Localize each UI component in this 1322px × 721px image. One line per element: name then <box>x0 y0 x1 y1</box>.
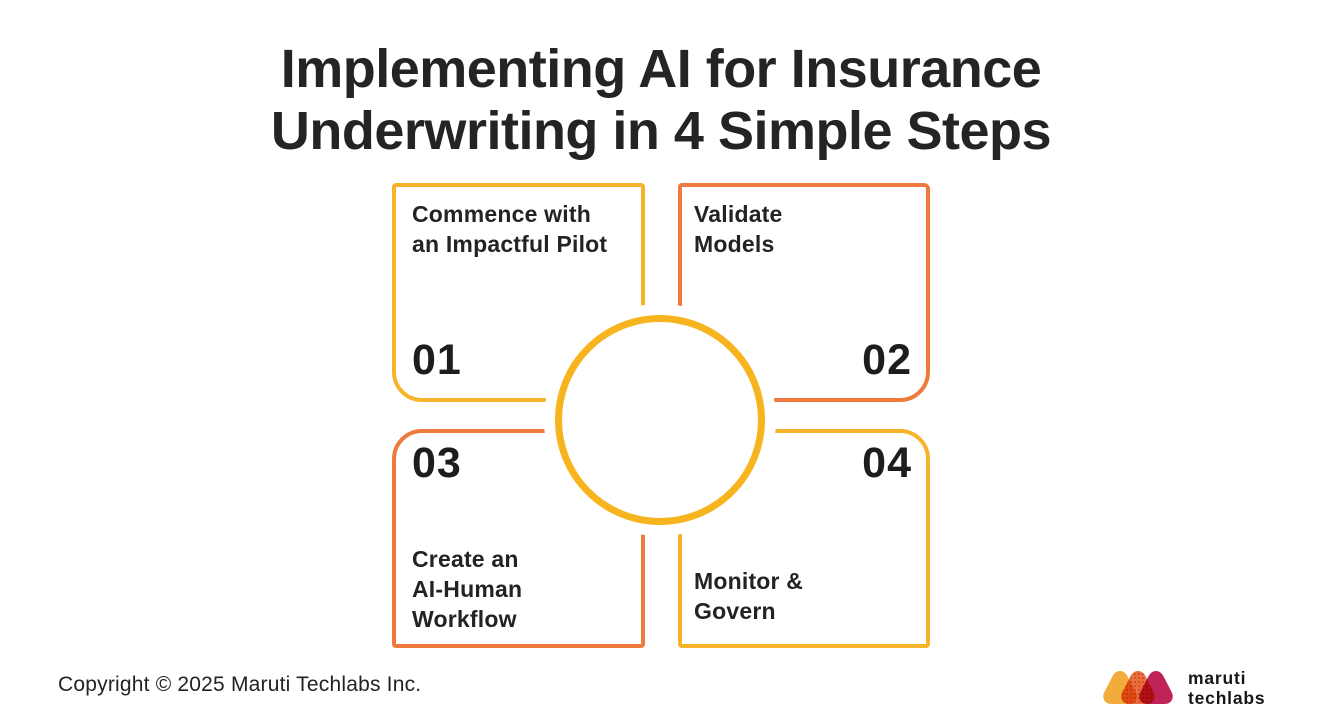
page-title: Implementing AI for Insurance Underwriti… <box>0 38 1322 162</box>
logo-word-techlabs: techlabs <box>1188 688 1266 708</box>
step-04-label: Monitor & Govern <box>694 568 804 624</box>
maruti-techlabs-logo: maruti techlabs <box>1103 668 1265 708</box>
step-card-03: 03 Create an AI-Human Workflow <box>392 429 645 648</box>
step-04-number: 04 <box>862 439 912 487</box>
title-line-1: Implementing AI for Insurance <box>280 39 1042 99</box>
step-card-01: Commence with an Impactful Pilot 01 <box>392 183 645 402</box>
step-02-number: 02 <box>862 336 912 384</box>
step-card-02: Validate Models 02 <box>678 183 930 402</box>
step-03-label: Create an AI-Human Workflow <box>412 546 523 632</box>
title-line-2: Underwriting in 4 Simple Steps <box>270 101 1052 161</box>
logo-picks-icon <box>1103 671 1173 704</box>
logo-word-maruti: maruti <box>1188 668 1247 688</box>
copyright-text: Copyright © 2025 Maruti Techlabs Inc. <box>58 673 422 696</box>
step-02-label: Validate Models <box>694 201 783 257</box>
step-card-04: 04 Monitor & Govern <box>678 429 930 648</box>
step-01-number: 01 <box>412 336 462 384</box>
center-circle <box>555 315 765 525</box>
step-01-label: Commence with an Impactful Pilot <box>412 201 608 257</box>
step-03-number: 03 <box>412 439 462 487</box>
logo-wordmark: maruti techlabs <box>1188 668 1265 708</box>
